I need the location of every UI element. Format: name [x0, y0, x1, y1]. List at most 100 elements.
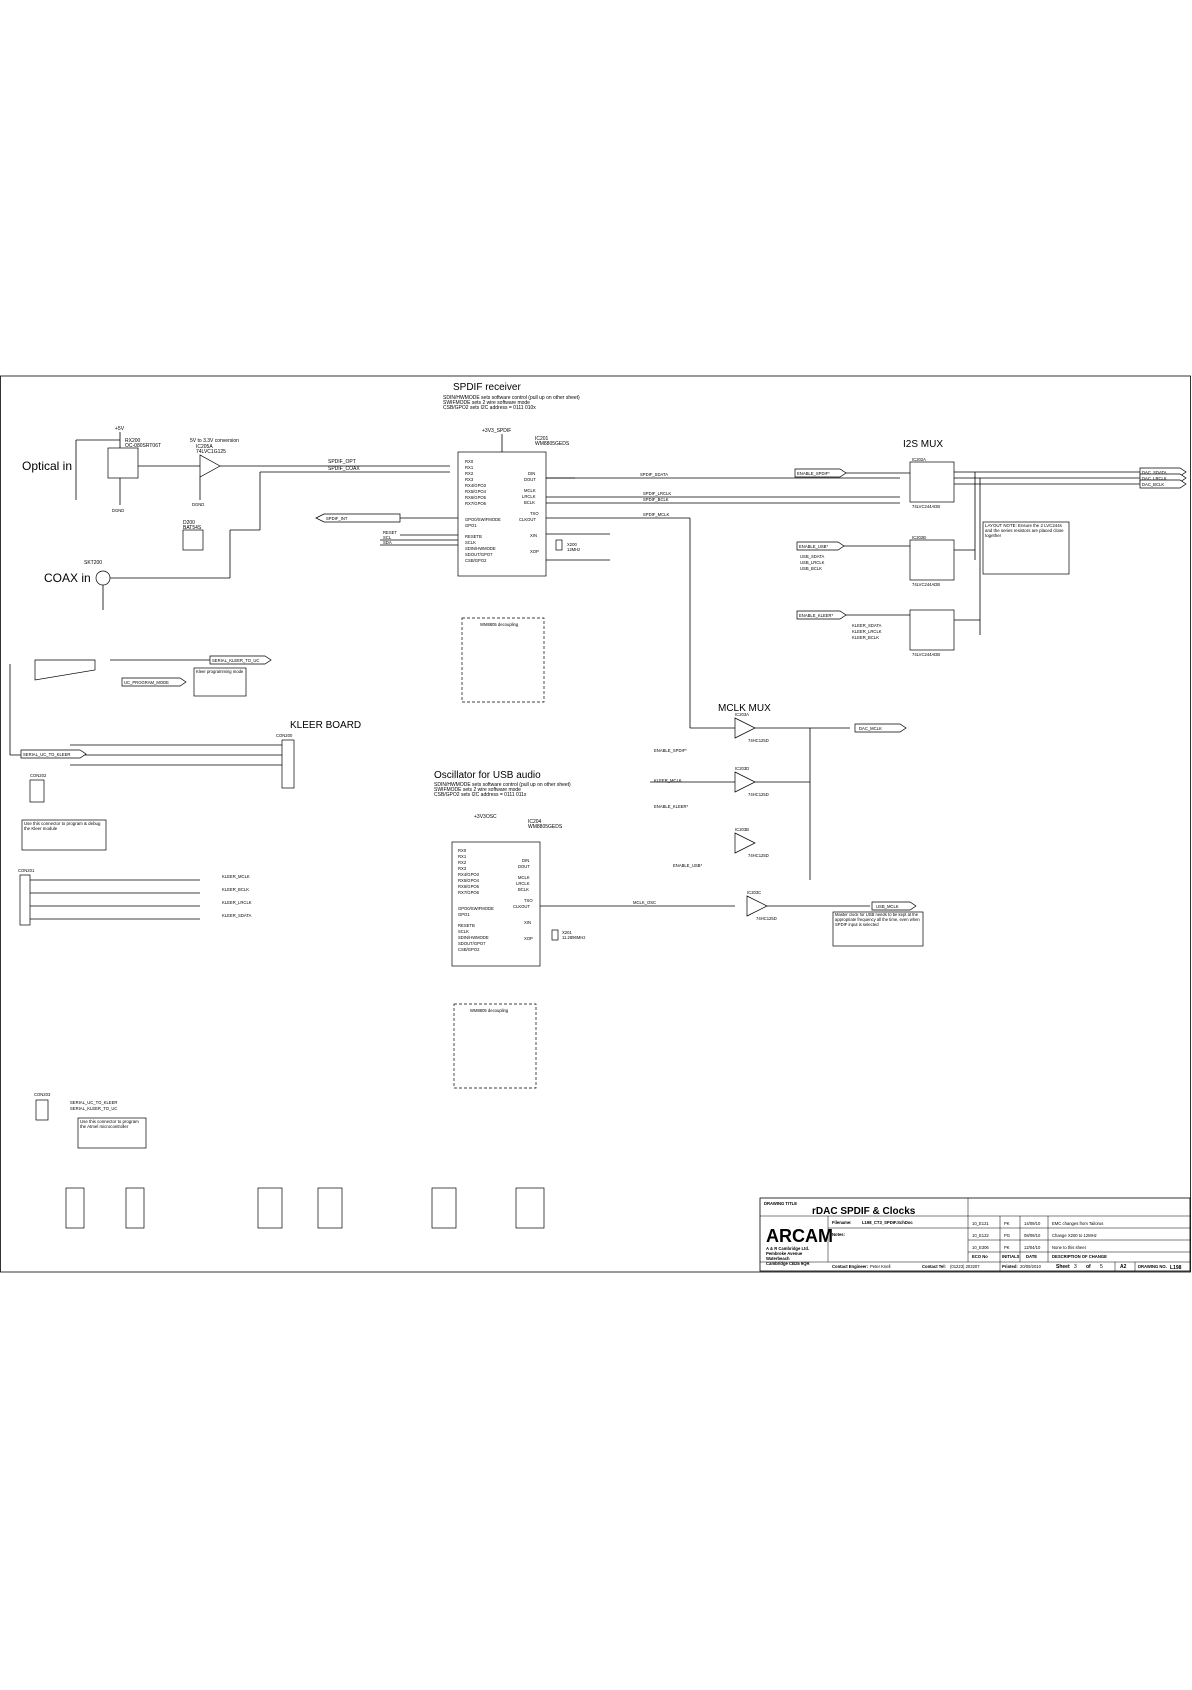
x200-ref: X200 [567, 542, 577, 547]
con203 [35, 1099, 49, 1121]
rev-1-initials: PK [1004, 1221, 1010, 1226]
x201-value: 11.2896MHz [562, 935, 585, 940]
net-enable-usb: ENABLE_USB* [799, 544, 828, 549]
ic204-ref: IC204 [528, 819, 542, 825]
serial-uc-to-kleer-port [20, 749, 87, 759]
ic201-wm8805 [457, 451, 547, 577]
ic205a-kleer-buffer [34, 659, 96, 681]
ic203b-ref: IC203B [735, 827, 749, 832]
usb-clock-note-text: Master clock for USB needs to be kept at… [835, 913, 920, 927]
svg-text:LRCLK: LRCLK [522, 494, 536, 499]
svg-text:RX0: RX0 [465, 459, 474, 464]
usb-clock-note-box [832, 911, 924, 947]
net-enable-usb-2: ENABLE_USB* [673, 863, 702, 868]
svg-text:BCLK: BCLK [518, 887, 529, 892]
con200-ref: CON200 [276, 733, 293, 738]
enable-spdif-port [794, 468, 847, 478]
net-dac-mclk: DAC_MCLK [859, 726, 882, 731]
svg-text:CLKOUT: CLKOUT [513, 904, 530, 909]
svg-text:CLKOUT: CLKOUT [519, 517, 536, 522]
net-reset: RESET [383, 530, 397, 535]
svg-text:SDIN/HWMODE: SDIN/HWMODE [458, 935, 489, 940]
rx200-ref: RX200 [125, 438, 141, 444]
contact-tel: (01223) 203207 [950, 1264, 980, 1269]
svg-text:GPO0/SWIFMODE: GPO0/SWIFMODE [465, 517, 501, 522]
contact-engineer: Peter Knell [870, 1264, 891, 1269]
net-enable-spdif-2: ENABLE_SPDIF* [654, 748, 687, 753]
svg-text:SCLK: SCLK [458, 929, 469, 934]
net-scl: SCL [383, 535, 392, 540]
net-dac-lrclk: DAC_LRCLK [1142, 476, 1167, 481]
optical-in-label: Optical in [22, 459, 72, 473]
ic205a-value: 74LVC1G125 [196, 449, 226, 455]
ic203c-value: 74HC125D [756, 916, 777, 921]
con203-note-text: Use this connector to program the Atmel … [80, 1119, 139, 1129]
ic202a-value: 74LVC244ADB [912, 504, 940, 509]
osc-usb-title: Oscillator for USB audio [434, 770, 541, 781]
osc-note-3: CSB/GPO2 sets I2C address = 0111 011x [434, 792, 527, 798]
svg-text:RESETB: RESETB [458, 923, 475, 928]
net-dac-bclk: DAC_BCLK [1142, 482, 1164, 487]
svg-text:SDIN/HWMODE: SDIN/HWMODE [465, 546, 496, 551]
decoupling-2-label: WM8805 decoupling [470, 1008, 509, 1013]
x201-ref: X201 [562, 930, 572, 935]
svg-text:DIN: DIN [528, 471, 535, 476]
net-spdif-opt: SPDIF_OPT [328, 459, 356, 465]
net-uc-program-mode: UC_PROGRAM_MODE [124, 680, 169, 685]
svg-text:RX7/GPO6: RX7/GPO6 [465, 501, 487, 506]
net-sda: SDA [383, 540, 392, 545]
svg-text:SCLK: SCLK [465, 540, 476, 545]
layout-note-text: LAYOUT NOTE: Ensure the 2 LVC244s and th… [985, 523, 1064, 538]
rev-1-ecn: 10_E121 [972, 1221, 989, 1226]
uc-program-mode-port [121, 677, 187, 687]
net-spdif-coax: SPDIF_COAX [328, 466, 360, 472]
vcc5-label-1: +5V [115, 426, 125, 432]
v3v3-osc-label: +3V3OSC [474, 814, 497, 820]
net-enable-kleer-2: ENABLE_KLEER* [654, 804, 689, 809]
net-usb-sdata: USB_SDATA [800, 554, 824, 559]
svg-text:GPO1: GPO1 [458, 912, 470, 917]
rev-2-initials: PG [1004, 1233, 1010, 1238]
net-serial-uc-to-kleer: SERIAL_UC_TO_KLEER [23, 752, 70, 757]
svg-text:CSB/GPO2: CSB/GPO2 [465, 558, 487, 563]
decoupling-box-2 [453, 1003, 537, 1089]
net-kleer-lrclk-2: KLEER_LRCLK [222, 900, 252, 905]
kleer-prog-note-box [193, 667, 247, 697]
spdif-int-port [315, 513, 401, 523]
decoupling-1-label: WM8805 decoupling [480, 622, 519, 627]
ic201-value: WM8805GEDS [535, 441, 570, 447]
x200-value: 12MHz [567, 547, 580, 552]
rev-3-date: 12/04/10 [1024, 1245, 1041, 1250]
rev-header-date: DATE [1026, 1254, 1037, 1259]
ic203b-buffer [734, 832, 756, 854]
sheet-size: A2 [1120, 1264, 1127, 1270]
d200-value: BAT54S [183, 525, 202, 531]
dgnd-label: DGND [112, 508, 124, 513]
sheet-total: 5 [1100, 1264, 1103, 1270]
rx200-value: OC-080SRT06T [125, 443, 161, 449]
ic203a-244 [909, 609, 955, 651]
ic203c-ref: IC203C [747, 890, 761, 895]
spdif-note-2: SWIFMODE sets 2 wire software mode [443, 400, 530, 406]
d200-ref: D200 [183, 520, 195, 526]
power-decoupling-row [65, 1187, 545, 1229]
ic203a-buffer [734, 717, 756, 739]
ic204-value: WM8805GEDS [528, 824, 563, 830]
decoupling-box-1 [461, 617, 545, 703]
ic203b-value: 74HC125D [748, 853, 769, 858]
drawing-no-label: DRAWING NO. [1138, 1264, 1167, 1269]
osc-note-2: SWIFMODE sets 2 wire software mode [434, 787, 521, 793]
ic203c-buffer [746, 895, 768, 917]
tel-label: Contact Tel: [922, 1264, 946, 1269]
net-usb-lrclk: USB_LRCLK [800, 560, 825, 565]
rev-header-initials: INITIALS [1002, 1254, 1020, 1259]
svg-text:MCLK: MCLK [518, 875, 530, 880]
conversion-note: 5V to 3.3V conversion [190, 438, 239, 444]
con201 [19, 874, 31, 926]
con203-ref: CON203 [34, 1092, 51, 1097]
contact-label: Contact Engineer: [832, 1264, 868, 1269]
svg-text:RESETB: RESETB [465, 534, 482, 539]
ic201-ref: IC201 [535, 436, 549, 442]
